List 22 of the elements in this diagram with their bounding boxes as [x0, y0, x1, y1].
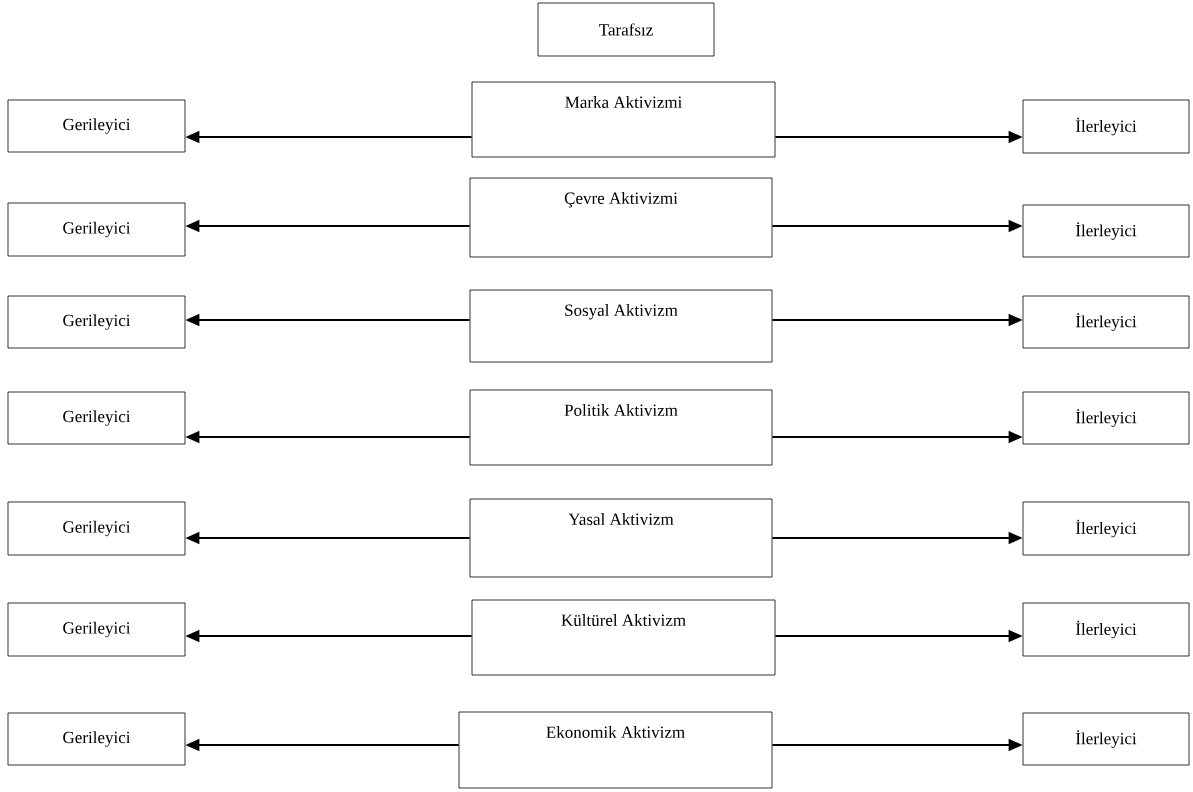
outcome-box: Gerileyici — [7, 501, 186, 556]
outcome-box: İlerleyici — [1022, 602, 1190, 657]
category-box: Çevre Aktivizmi — [469, 177, 773, 258]
outcome-box: İlerleyici — [1022, 204, 1190, 258]
category-box: Sosyal Aktivizm — [469, 289, 773, 363]
outcome-box: Gerileyici — [7, 712, 186, 766]
outcome-box: İlerleyici — [1022, 391, 1190, 445]
category-box: Kültürel Aktivizm — [471, 599, 776, 676]
category-box: Marka Aktivizmi — [471, 81, 776, 158]
category-box: Politik Aktivizm — [469, 389, 773, 466]
outcome-box: Gerileyici — [7, 391, 186, 445]
outcome-box: Gerileyici — [7, 602, 186, 657]
category-box: Ekonomik Aktivizm — [458, 711, 773, 789]
outcome-box: Gerileyici — [7, 295, 186, 349]
outcome-box: İlerleyici — [1022, 712, 1190, 766]
outcome-box: İlerleyici — [1022, 99, 1190, 154]
outcome-box: Gerileyici — [7, 99, 186, 153]
category-box: Yasal Aktivizm — [469, 498, 773, 578]
neutral-box: Tarafsız — [537, 2, 715, 57]
outcome-box: İlerleyici — [1022, 501, 1190, 556]
outcome-box: İlerleyici — [1022, 295, 1190, 349]
outcome-box: Gerileyici — [7, 202, 186, 257]
